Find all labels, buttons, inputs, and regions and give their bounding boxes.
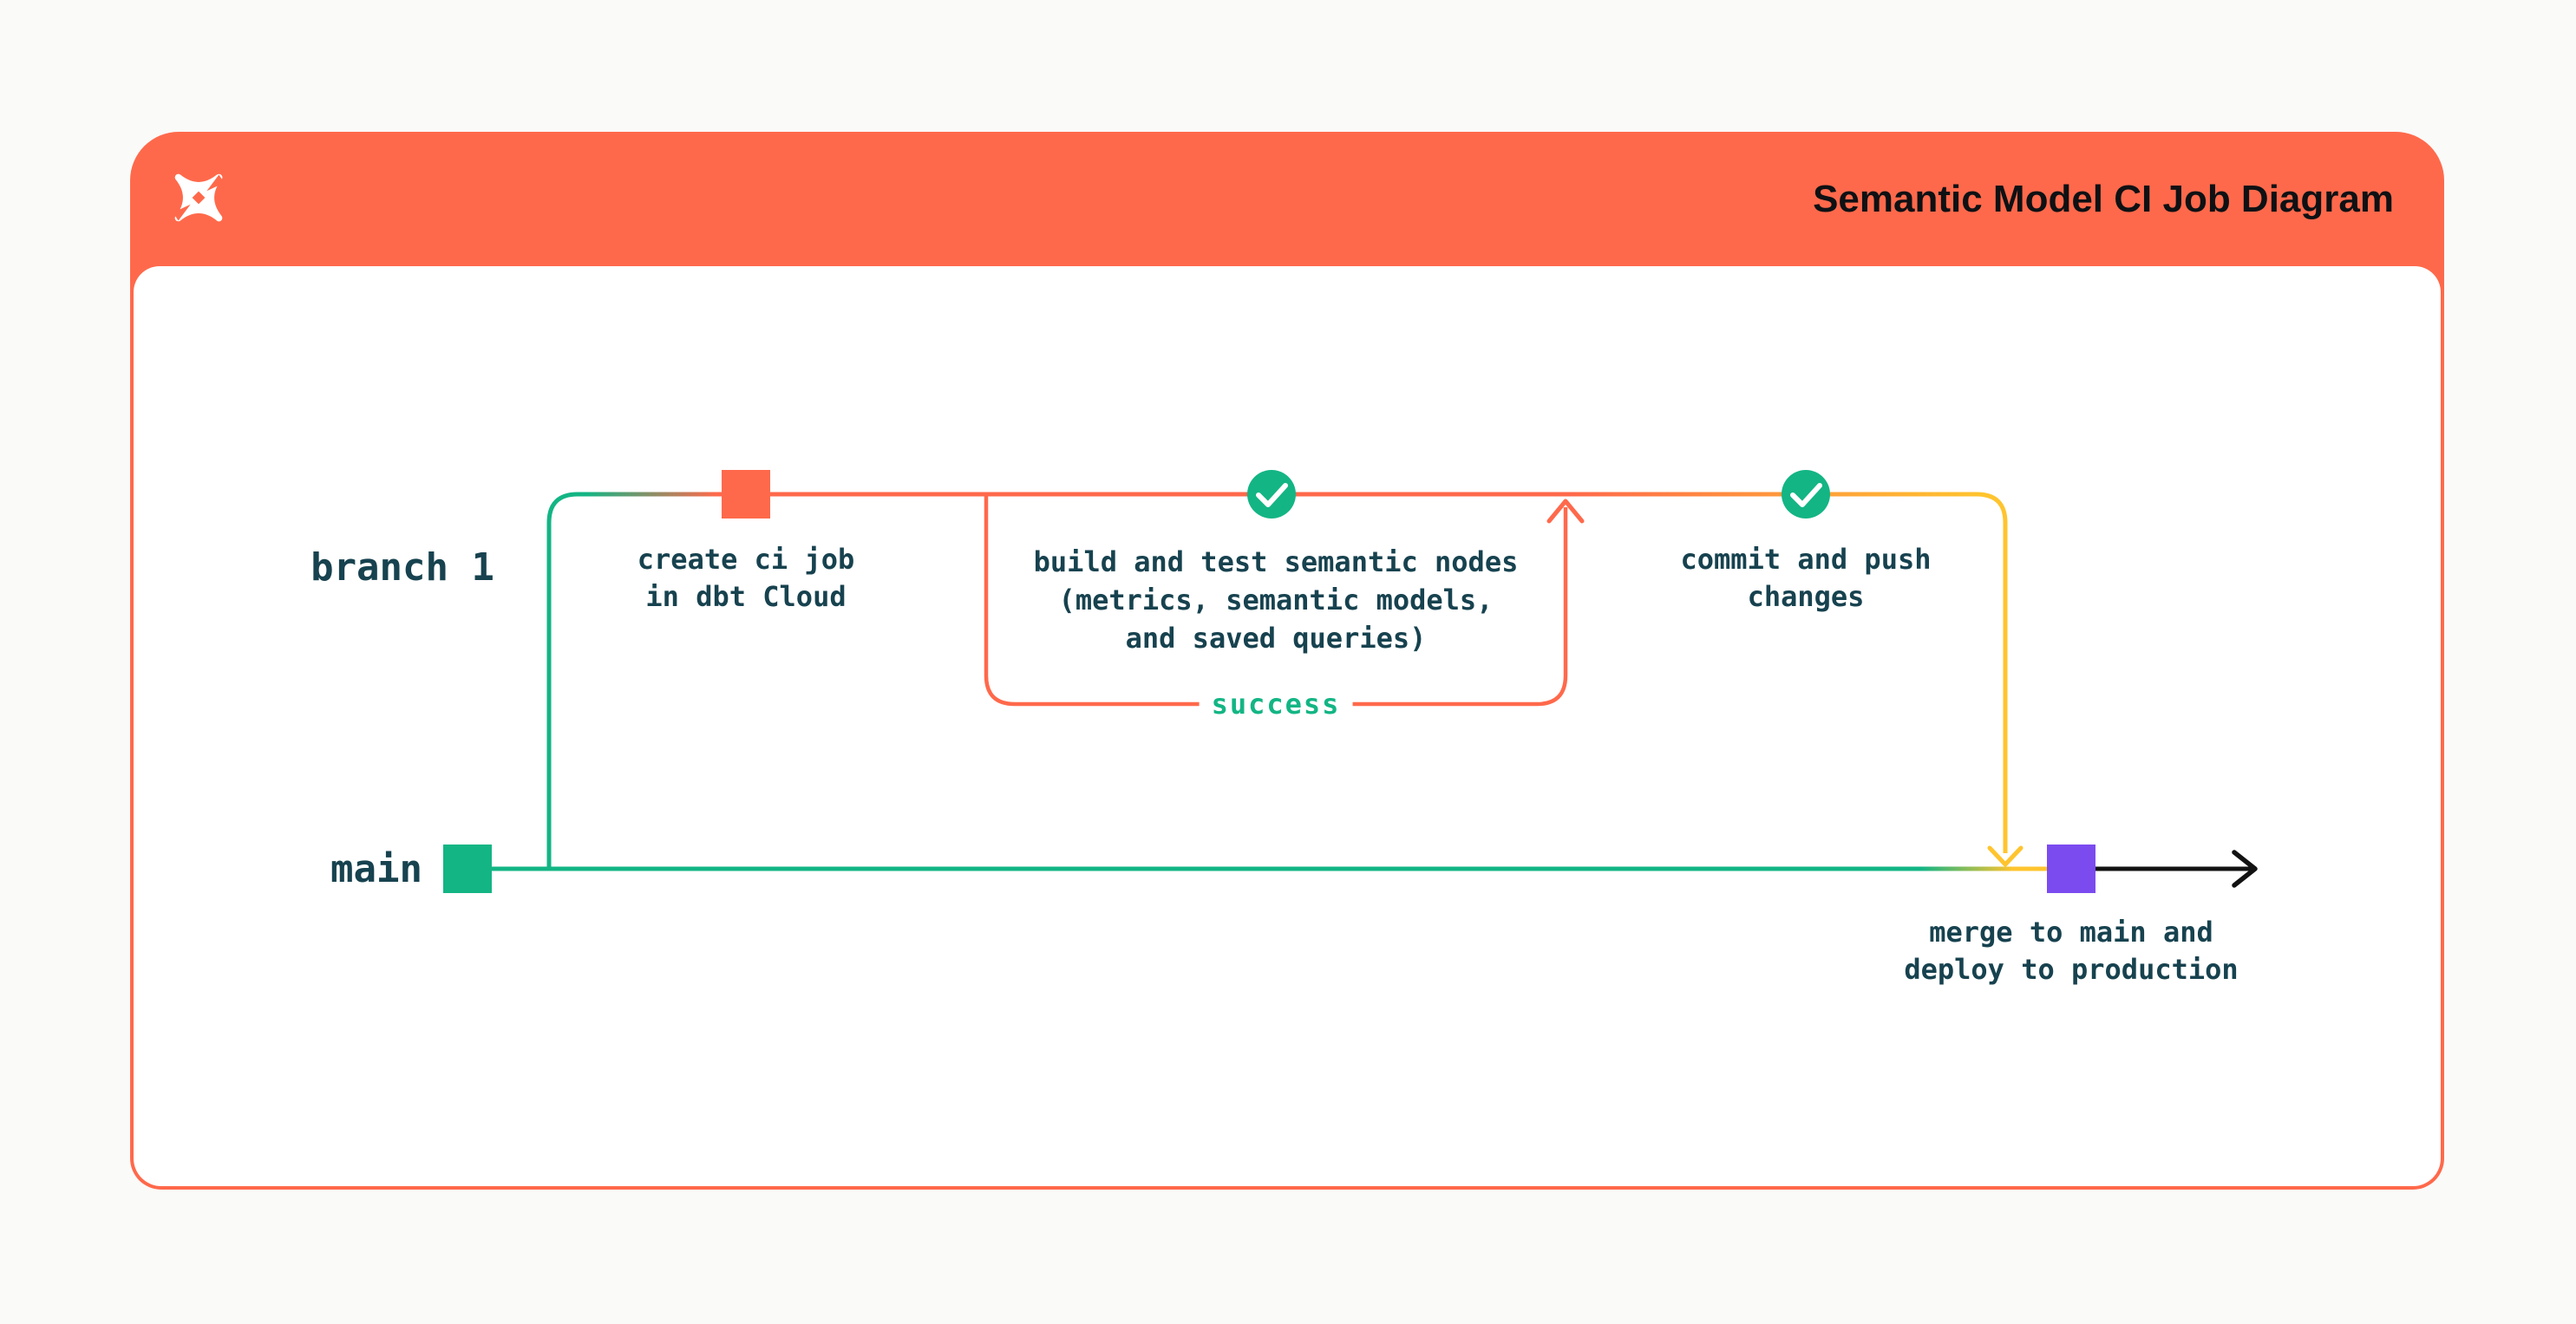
- main-lane-label: main: [330, 847, 422, 891]
- commit-push-check-icon: [1782, 470, 1830, 519]
- loop-up-arrowhead-icon: [1546, 499, 1585, 524]
- build-test-check-icon: [1247, 470, 1296, 519]
- create-ci-caption: create ci job in dbt Cloud: [637, 543, 855, 613]
- diagram-canvas: [134, 266, 2441, 1186]
- main-start-commit-square: [443, 845, 492, 893]
- success-label: success: [1199, 688, 1353, 721]
- merge-arrowhead-icon: [1987, 845, 2024, 867]
- merge-commit-square: [2047, 845, 2095, 893]
- build-test-caption: build and test semantic nodes (metrics, …: [1033, 545, 1519, 655]
- create-ci-commit-square: [722, 470, 770, 519]
- page-title: Semantic Model CI Job Diagram: [1813, 178, 2394, 220]
- merge-caption: merge to main and deploy to production: [1904, 916, 2239, 986]
- continue-arrowhead-icon: [2232, 850, 2258, 888]
- dbt-logo-icon: [173, 173, 225, 222]
- commit-push-caption: commit and push changes: [1680, 543, 1932, 613]
- branch-lane-label: branch 1: [311, 545, 494, 590]
- diagram-card: Semantic Model CI Job Diagram: [130, 132, 2444, 1190]
